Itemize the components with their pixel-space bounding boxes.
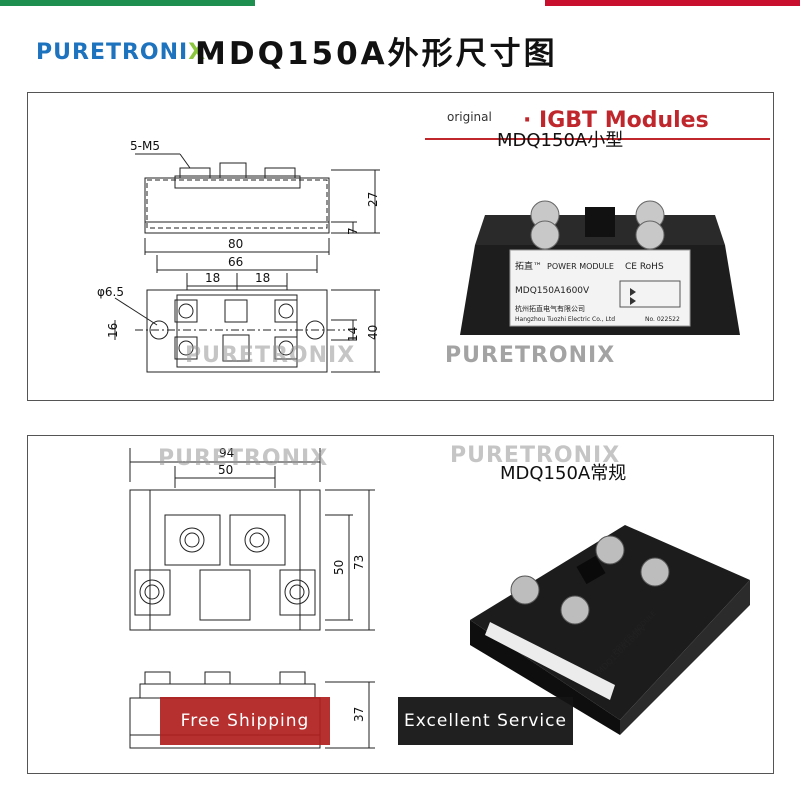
- label-brand: 拓直™: [515, 260, 542, 272]
- watermark-top-right: PURETRONIX: [445, 343, 616, 368]
- dim-18b: 18: [255, 271, 270, 285]
- label-part: MDQ150A1600V: [515, 286, 590, 296]
- watermark-bottom-right: PURETRONIX: [450, 443, 621, 468]
- label-module: POWER MODULE: [547, 262, 614, 271]
- dim-37: 37: [352, 707, 366, 722]
- top-variant-label: MDQ150A小型: [497, 130, 624, 151]
- dim-16: 16: [106, 323, 120, 338]
- free-shipping-badge: Free Shipping: [160, 697, 330, 745]
- dim-18a: 18: [205, 271, 220, 285]
- red-stripe: [545, 0, 800, 6]
- original-badge: original: [447, 110, 492, 124]
- bottom-variant-label: MDQ150A常规: [500, 463, 627, 484]
- dim-73: 73: [352, 555, 366, 570]
- dim-27: 27: [366, 192, 380, 207]
- dim-50-side: 50: [332, 560, 346, 575]
- label-serial: No. 022522: [645, 316, 680, 323]
- igbt-modules-label: · IGBT Modules: [523, 108, 709, 133]
- dim-7: 7: [346, 227, 360, 235]
- igbt-underline: [425, 138, 770, 140]
- watermark-bottom-left: PURETRONIX: [158, 446, 329, 471]
- dim-hole: φ6.5: [97, 285, 124, 299]
- brand-logo: PURETRONIX: [36, 40, 207, 65]
- dim-80: 80: [228, 237, 243, 251]
- dim-66: 66: [228, 255, 243, 269]
- dim-40: 40: [366, 325, 380, 340]
- label-maker: 杭州拓直电气有限公司: [515, 304, 585, 313]
- dim-50-top: 50: [218, 463, 233, 477]
- label-maker-en: Hangzhou Tuozhi Electric Co., Ltd: [515, 316, 615, 323]
- top-product-photo: 拓直™ POWER MODULE CE RoHS MDQ150A1600V 杭州…: [460, 200, 740, 335]
- green-stripe: [0, 0, 255, 6]
- excellent-service-badge: Excellent Service: [398, 697, 573, 745]
- watermark-top-left: PURETRONIX: [185, 343, 356, 368]
- top-drawing: 5-M5 27 7 80 66 18 18 φ6.5 16 14 40: [97, 139, 380, 373]
- bottom-product-photo: MDQ150A1600V POWER MODULE: [470, 525, 750, 735]
- dim-94: 94: [219, 446, 234, 460]
- label-marks: CE RoHS: [625, 262, 664, 272]
- dim-14: 14: [346, 327, 360, 342]
- page-title: MDQ150A外形尺寸图: [195, 36, 558, 72]
- thread-label: 5-M5: [130, 139, 160, 153]
